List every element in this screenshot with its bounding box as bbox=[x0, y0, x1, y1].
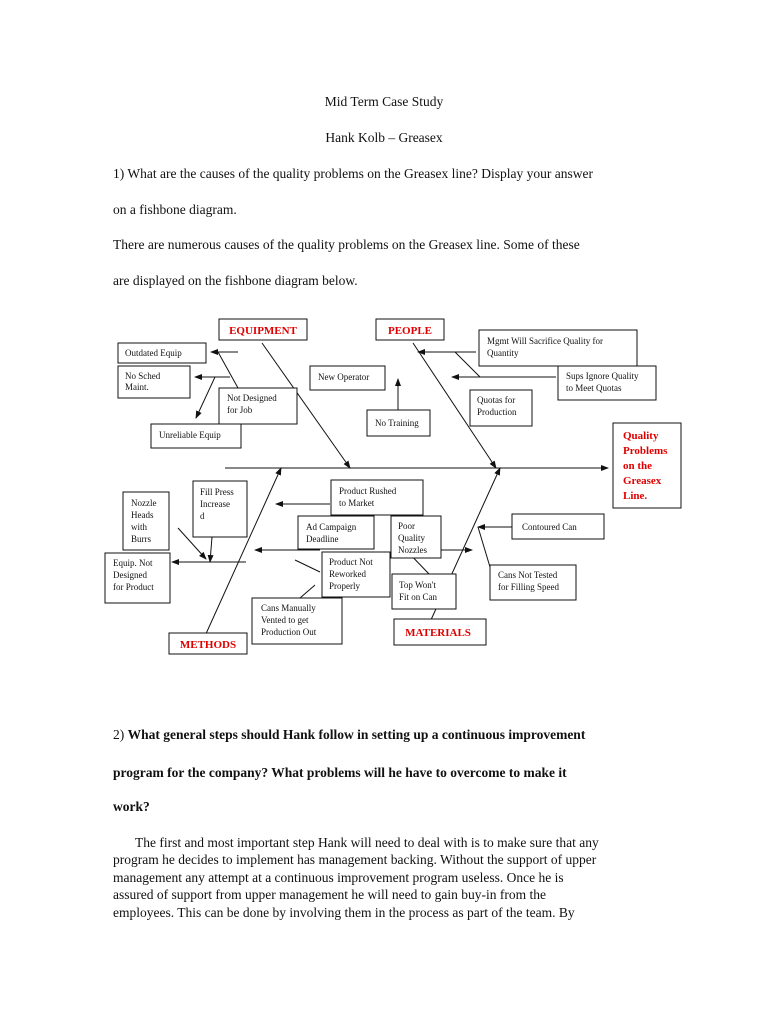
svg-text:Nozzles: Nozzles bbox=[398, 545, 427, 555]
body-line-3: management any attempt at a continuous i… bbox=[113, 870, 564, 885]
category-materials-box bbox=[393, 618, 487, 646]
svg-text:to Meet Quotas: to Meet Quotas bbox=[566, 383, 622, 393]
category-people-box bbox=[375, 318, 445, 341]
cause-contoured-can bbox=[511, 513, 605, 540]
svg-text:for Filling Speed: for Filling Speed bbox=[498, 582, 559, 592]
svg-text:for Product: for Product bbox=[113, 582, 154, 592]
svg-text:for Job: for Job bbox=[227, 405, 253, 415]
category-equipment: EQUIPMENT bbox=[229, 325, 298, 337]
category-people: PEOPLE bbox=[388, 325, 432, 337]
question-2-number: 2) bbox=[113, 727, 128, 742]
svg-text:New Operator: New Operator bbox=[318, 372, 369, 382]
svg-text:Sups Ignore Quality: Sups Ignore Quality bbox=[566, 371, 639, 381]
svg-text:Top Won't: Top Won't bbox=[399, 580, 436, 590]
question-2-line-3: work? bbox=[113, 799, 150, 814]
cause-not-designed-for-job bbox=[218, 387, 298, 425]
svg-text:Increase: Increase bbox=[200, 499, 230, 509]
cause-equip-not-designed bbox=[104, 552, 171, 604]
svg-text:Problems: Problems bbox=[623, 445, 668, 457]
svg-text:Designed: Designed bbox=[113, 570, 147, 580]
body-line-4: assured of support from upper management… bbox=[113, 887, 547, 902]
cause-outdated-equip bbox=[117, 342, 207, 364]
svg-text:with: with bbox=[131, 522, 148, 532]
cause-nozzle-heads bbox=[122, 491, 170, 551]
question-1-line-1: 1) What are the causes of the quality pr… bbox=[113, 166, 593, 181]
svg-text:Greasex: Greasex bbox=[623, 475, 662, 487]
svg-text:Ad Campaign: Ad Campaign bbox=[306, 522, 357, 532]
cause-top-wont-fit bbox=[391, 573, 457, 610]
svg-text:Quotas for: Quotas for bbox=[477, 395, 515, 405]
svg-text:Contoured Can: Contoured Can bbox=[522, 522, 577, 532]
cause-ad-campaign bbox=[297, 515, 375, 550]
bone-equipment bbox=[261, 342, 351, 469]
cause-product-not-reworked bbox=[321, 551, 391, 598]
svg-text:Nozzle: Nozzle bbox=[131, 498, 156, 508]
svg-text:Quality: Quality bbox=[398, 533, 425, 543]
body-line-2: program he decides to implement has mana… bbox=[113, 852, 597, 867]
svg-text:Cans Not Tested: Cans Not Tested bbox=[498, 570, 558, 580]
svg-text:Cans Manually: Cans Manually bbox=[261, 603, 316, 613]
question-1-line-2: on a fishbone diagram. bbox=[113, 202, 237, 217]
cause-sups-ignore bbox=[557, 365, 657, 401]
cause-outdated-equip-label: Outdated Equip bbox=[125, 348, 182, 358]
svg-text:Mgmt Will Sacrifice Quality fo: Mgmt Will Sacrifice Quality for bbox=[487, 336, 603, 346]
intro-line-2: are displayed on the fishbone diagram be… bbox=[113, 273, 358, 288]
svg-text:Properly: Properly bbox=[329, 581, 360, 591]
cause-unreliable-equip bbox=[150, 423, 242, 449]
cause-cans-vented bbox=[251, 597, 343, 645]
svg-text:on the: on the bbox=[623, 460, 652, 472]
svg-text:Unreliable Equip: Unreliable Equip bbox=[159, 430, 221, 440]
svg-text:Deadline: Deadline bbox=[306, 534, 338, 544]
page-title: Mid Term Case Study bbox=[324, 94, 444, 109]
svg-text:No Sched: No Sched bbox=[125, 371, 161, 381]
svg-text:Quality: Quality bbox=[623, 430, 659, 442]
svg-text:Heads: Heads bbox=[131, 510, 154, 520]
svg-text:Not Designed: Not Designed bbox=[227, 393, 277, 403]
cause-quotas-production bbox=[469, 389, 533, 427]
svg-text:Line.: Line. bbox=[623, 490, 647, 502]
svg-text:Production: Production bbox=[477, 407, 517, 417]
effect-label: Quality Problems on the Greasex Line. bbox=[623, 430, 668, 502]
cause-poor-quality-nozzles bbox=[390, 515, 442, 559]
svg-text:d: d bbox=[200, 511, 205, 521]
svg-text:Fit on Can: Fit on Can bbox=[399, 592, 438, 602]
svg-text:Maint.: Maint. bbox=[125, 382, 149, 392]
svg-text:Product Rushed: Product Rushed bbox=[339, 486, 397, 496]
svg-text:to Market: to Market bbox=[339, 498, 375, 508]
effect-box bbox=[612, 422, 682, 509]
page-subtitle: Hank Kolb – Greasex bbox=[325, 130, 443, 145]
bone-people bbox=[412, 342, 497, 469]
cause-fill-press bbox=[192, 480, 248, 538]
category-methods: METHODS bbox=[180, 639, 236, 651]
svg-text:Product Not: Product Not bbox=[329, 557, 373, 567]
svg-text:Production Out: Production Out bbox=[261, 627, 317, 637]
svg-text:Equip. Not: Equip. Not bbox=[113, 558, 153, 568]
question-2-text-1: What general steps should Hank follow in… bbox=[127, 727, 586, 742]
svg-text:No Training: No Training bbox=[375, 418, 419, 428]
cause-mgmt-sacrifice bbox=[478, 329, 638, 367]
svg-text:Vented to get: Vented to get bbox=[261, 615, 309, 625]
category-equipment-box bbox=[218, 318, 308, 341]
cause-cans-not-tested bbox=[489, 564, 577, 601]
svg-text:Poor: Poor bbox=[398, 521, 415, 531]
bone-methods bbox=[204, 467, 282, 637]
category-methods-box bbox=[168, 632, 248, 655]
body-line-1: The first and most important step Hank w… bbox=[135, 835, 599, 850]
category-materials: MATERIALS bbox=[405, 627, 471, 639]
question-2-line-1: 2) What general steps should Hank follow… bbox=[113, 727, 585, 743]
svg-text:Reworked: Reworked bbox=[329, 569, 366, 579]
cause-new-operator bbox=[309, 365, 386, 391]
cause-no-sched-maint bbox=[117, 365, 191, 399]
svg-text:Burrs: Burrs bbox=[131, 534, 151, 544]
body-line-5: employees. This can be done by involving… bbox=[113, 905, 575, 920]
question-2-line-2: program for the company? What problems w… bbox=[113, 765, 567, 780]
intro-line-1: There are numerous causes of the quality… bbox=[113, 237, 580, 252]
cause-product-rushed bbox=[330, 479, 424, 516]
svg-text:Fill Press: Fill Press bbox=[200, 487, 234, 497]
cause-no-training bbox=[366, 409, 431, 437]
svg-text:Quantity: Quantity bbox=[487, 348, 519, 358]
